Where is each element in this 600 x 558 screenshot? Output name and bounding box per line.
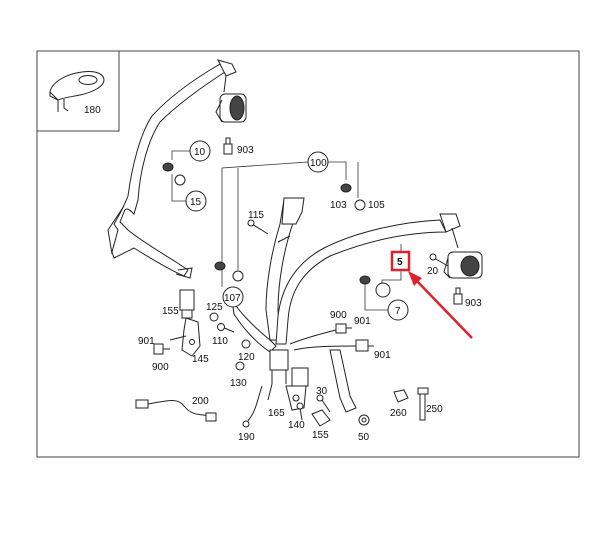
label-10: 10 [194,147,206,158]
nut-103 [340,183,352,193]
label-900-center: 900 [330,310,347,321]
label-140: 140 [288,420,305,431]
anchor-plate-icon [49,71,105,112]
label-903-right: 903 [465,298,482,309]
upper-retractor [215,59,247,123]
buckle-tongue-center [267,349,289,401]
nut-7a [359,275,371,285]
bolt-110 [217,323,235,333]
label-903-upper: 903 [237,145,254,156]
label-103: 103 [330,200,347,211]
label-107: 107 [224,293,241,304]
connector-903-right [453,287,463,305]
lower-belt-end [329,349,357,413]
bushing-7b [375,282,391,298]
label-30: 30 [316,386,328,397]
bolt-20 [429,253,449,267]
nut-260 [393,389,409,403]
callout-15: 15 [185,190,207,212]
label-100: 100 [310,158,327,169]
callout-107: 107 [222,286,244,308]
label-110: 110 [212,336,228,347]
label-180: 180 [84,105,101,116]
label-260: 260 [390,408,407,419]
nut-120 [241,339,251,349]
label-50: 50 [358,432,370,443]
bolt-250 [417,387,429,421]
left-belt-webbing [107,63,229,279]
bolt-30 [316,394,331,413]
label-105: 105 [368,200,385,211]
label-901-left: 901 [138,336,155,347]
sensor-cable-200 [135,399,217,422]
connector-900-right [355,339,374,352]
connector-900-center [335,323,352,334]
label-155-upper: 155 [162,306,179,317]
label-155-lower: 155 [312,430,329,441]
lower-belt-loop [231,299,277,353]
label-190: 190 [238,432,255,443]
callout-100: 100 [307,151,329,173]
bracket-145 [169,317,201,357]
callout-10: 10 [189,140,211,162]
label-130: 130 [230,378,247,389]
label-120: 120 [238,352,255,363]
label-165: 165 [268,408,285,419]
diagram-frame [36,50,580,458]
label-115: 115 [248,210,264,221]
bolt-155-lower [311,409,331,427]
nut-107a [214,261,226,271]
connector-903-upper [223,137,233,155]
wire-center [289,329,357,351]
bolt-115 [247,219,269,235]
label-145: 145 [192,354,209,365]
highlight-box-5 [390,250,411,272]
bolt-140 [296,402,304,421]
label-20: 20 [427,266,439,277]
bushing-105 [354,199,366,211]
nut-10 [162,162,186,186]
label-5: 5 [397,257,403,268]
label-901-center: 901 [354,316,371,327]
red-arrow-icon [408,271,473,339]
right-belt-webbing [275,213,461,345]
buckle-155-upper [179,289,195,319]
label-900-left: 900 [152,362,169,373]
label-7: 7 [395,306,401,317]
callout-7: 7 [387,299,409,321]
label-200: 200 [192,396,209,407]
bushing-107b [232,270,244,282]
right-retractor [443,227,483,279]
bolt-130 [235,361,245,371]
label-125: 125 [206,302,223,313]
label-15: 15 [190,197,202,208]
label-250: 250 [426,404,443,415]
washer-50 [358,414,370,426]
label-901-right: 901 [374,350,391,361]
connector-900-left [153,343,170,355]
cable-190 [242,385,263,428]
bolt-125 [209,312,219,322]
